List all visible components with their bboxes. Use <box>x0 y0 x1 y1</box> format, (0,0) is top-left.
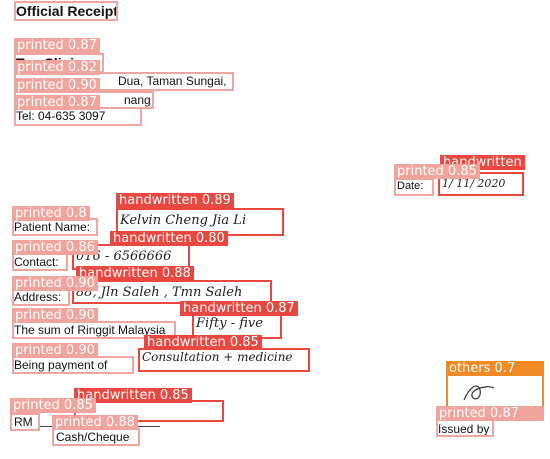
contact-value: 016 - 6566666 <box>76 249 172 264</box>
rm-label: RM <box>14 415 33 429</box>
tag-handwritten-sum: handwritten 0.87 <box>180 301 298 316</box>
tag-others-signature: others 0.7 <box>446 361 544 376</box>
issued-by-label: Issued by <box>438 422 490 436</box>
tag-printed-tel: printed 0.87 <box>14 95 100 110</box>
box-handwritten-date <box>438 172 524 196</box>
patient-name-label: Patient Name: <box>14 220 91 234</box>
box-printed-rm <box>10 413 40 431</box>
patient-name-value: Kelvin Cheng Jia Li <box>120 213 247 228</box>
box-printed-date <box>394 178 434 196</box>
tag-handwritten-patient: handwritten 0.89 <box>116 193 234 208</box>
clinic-address-line2: nang <box>124 93 151 107</box>
clinic-address-line1: Dua, Taman Sungai, <box>118 74 227 88</box>
box-printed-contact <box>12 253 68 271</box>
clinic-tel: Tel: 04-635 3097 <box>16 109 106 123</box>
tag-handwritten-contact: handwritten 0.80 <box>110 231 228 246</box>
box-printed-issued <box>436 419 494 437</box>
receipt-title: Official Receipt <box>16 3 118 19</box>
tag-handwritten-payment: handwritten 0.85 <box>144 335 262 350</box>
tag-printed-sum: printed 0.90 <box>12 308 98 323</box>
box-printed-cash <box>52 428 140 446</box>
tag-printed-patient: printed 0.8 <box>12 206 90 221</box>
tag-printed-rm: printed 0.85 <box>10 398 96 413</box>
date-value: 1/ 11/ 2020 <box>442 177 506 190</box>
address-label: Address: <box>14 290 62 304</box>
box-printed-title <box>14 1 118 21</box>
tag-printed-payment: printed 0.90 <box>12 343 98 358</box>
tag-printed-cash: printed 0.88 <box>52 415 138 430</box>
tag-printed-contact: printed 0.86 <box>12 240 98 255</box>
signature-scribble <box>463 385 495 401</box>
box-handwritten-payment <box>138 348 310 372</box>
tag-printed-clinic: printed 0.87 <box>14 38 100 53</box>
payment-value: Consultation + medicine <box>142 350 293 364</box>
tag-handwritten-address: handwritten 0.88 <box>76 266 194 281</box>
tag-printed-date: printed 0.85 <box>394 164 480 179</box>
tag-printed-address2: printed 0.90 <box>14 78 100 93</box>
tag-printed-address1: printed 0.82 <box>14 60 100 75</box>
tag-handwritten-rm: handwritten 0.85 <box>74 388 192 403</box>
date-label: Date: <box>397 180 424 192</box>
box-printed-payment <box>12 356 134 374</box>
tag-printed-issued: printed 0.87 <box>436 406 544 421</box>
tag-printed-address: printed 0.90 <box>12 276 98 291</box>
box-others-signature <box>446 374 544 410</box>
payment-label: Being payment of <box>14 358 108 372</box>
address-value: 88, Jln Saleh , Tmn Saleh <box>76 285 243 300</box>
box-handwritten-address <box>72 280 272 304</box>
sum-value: Fifty - five <box>196 316 263 331</box>
sum-label: The sum of Ringgit Malaysia <box>14 323 166 337</box>
contact-label: Contact: <box>14 255 59 269</box>
cash-cheque-label: Cash/Cheque <box>56 430 130 444</box>
